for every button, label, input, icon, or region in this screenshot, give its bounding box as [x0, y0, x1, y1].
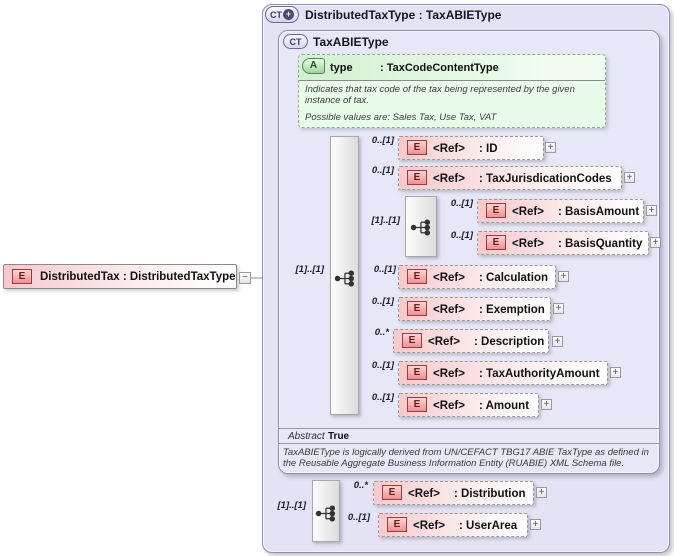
element-name: : Description	[474, 336, 545, 348]
element-name: : ID	[479, 143, 498, 155]
root-element-distributedtax[interactable]: E DistributedTax : DistributedTaxType	[3, 264, 237, 289]
element-icon: E	[387, 517, 407, 532]
element-basisamount[interactable]: E <Ref> : BasisAmount	[477, 199, 644, 223]
expand-icon[interactable]: +	[624, 172, 635, 183]
cardinality-taxjurisdicationcodes: 0..[1]	[371, 165, 394, 176]
expand-icon[interactable]: +	[650, 237, 661, 248]
sequence-icon	[334, 270, 355, 287]
element-name: : BasisAmount	[558, 206, 640, 218]
attribute-icon: A	[302, 58, 325, 74]
expand-icon[interactable]: +	[552, 336, 563, 347]
element-ref: <Ref>	[413, 520, 445, 532]
cardinality-calculation: 0..[1]	[373, 264, 396, 275]
expand-icon[interactable]: +	[610, 367, 621, 378]
element-ref: <Ref>	[433, 143, 465, 155]
element-name: : TaxAuthorityAmount	[479, 368, 600, 380]
attribute-header	[299, 55, 605, 81]
element-ref: <Ref>	[512, 238, 544, 250]
element-basisquantity[interactable]: E <Ref> : BasisQuantity	[477, 231, 649, 255]
element-id[interactable]: E <Ref> : ID	[398, 136, 544, 160]
divider	[279, 443, 660, 444]
expand-icon[interactable]: +	[530, 519, 541, 530]
ct-icon: CT	[283, 34, 308, 49]
element-name: : UserArea	[459, 520, 518, 532]
element-ref: <Ref>	[433, 400, 465, 412]
cardinality-distribution: 0..*	[353, 480, 368, 491]
expand-icon[interactable]: +	[553, 303, 564, 314]
bottom-sequence-cardinality: [1]..[1]	[277, 500, 307, 511]
root-element-label: DistributedTax : DistributedTaxType	[40, 271, 236, 283]
element-icon: E	[407, 170, 427, 185]
inner-box-title: TaxABIEType	[313, 35, 389, 49]
cardinality-basisquantity: 0..[1]	[450, 230, 473, 241]
expand-icon[interactable]: +	[536, 487, 547, 498]
sequence-icon	[410, 219, 431, 236]
collapse-icon[interactable]: −	[239, 272, 251, 284]
element-exemption[interactable]: E <Ref> : Exemption	[398, 297, 551, 321]
element-ref: <Ref>	[433, 173, 465, 185]
element-icon: E	[407, 365, 427, 380]
element-taxjurisdicationcodes[interactable]: E <Ref> : TaxJurisdicationCodes	[398, 166, 622, 190]
element-name: : TaxJurisdicationCodes	[479, 173, 612, 185]
element-icon: E	[407, 140, 427, 155]
ct-plus-icon-plus: +	[283, 9, 294, 20]
element-ref: <Ref>	[433, 368, 465, 380]
element-distribution[interactable]: E <Ref> : Distribution	[373, 481, 534, 505]
main-sequence-cardinality: [1]..[1]	[295, 264, 325, 275]
element-icon: E	[486, 203, 506, 218]
element-amount[interactable]: E <Ref> : Amount	[398, 393, 539, 417]
attribute-type: : TaxCodeContentType	[380, 62, 499, 74]
element-description[interactable]: E <Ref> : Description	[393, 329, 549, 353]
expand-icon[interactable]: +	[646, 205, 657, 216]
element-icon: E	[402, 333, 422, 348]
inner-sequence-cardinality: [1]..[1]	[371, 215, 401, 226]
ct-plus-icon-label: CT	[270, 9, 282, 20]
element-icon: E	[486, 235, 506, 250]
cardinality-description: 0..*	[374, 327, 389, 338]
cardinality-amount: 0..[1]	[371, 392, 394, 403]
abstract-label: Abstract	[288, 431, 325, 442]
expand-icon[interactable]: +	[541, 399, 552, 410]
element-icon: E	[382, 485, 402, 500]
attribute-possible-values: Possible values are: Sales Tax, Use Tax,…	[305, 112, 497, 123]
element-ref: <Ref>	[433, 304, 465, 316]
cardinality-userarea: 0..[1]	[347, 512, 370, 523]
element-icon: E	[12, 268, 32, 284]
element-name: : Amount	[479, 400, 530, 412]
ct-plus-icon: CT +	[265, 6, 299, 23]
element-calculation[interactable]: E <Ref> : Calculation	[398, 265, 556, 289]
divider	[279, 428, 660, 429]
attribute-type-box[interactable]	[298, 54, 606, 128]
cardinality-taxauthorityamount: 0..[1]	[371, 360, 394, 371]
cardinality-exemption: 0..[1]	[371, 296, 394, 307]
element-name: : Exemption	[479, 304, 545, 316]
element-ref: <Ref>	[433, 272, 465, 284]
ct-icon-label: CT	[289, 36, 302, 47]
element-ref: <Ref>	[408, 488, 440, 500]
attribute-doc: Indicates that tax code of the tax being…	[305, 84, 575, 106]
element-taxauthorityamount[interactable]: E <Ref> : TaxAuthorityAmount	[398, 361, 608, 385]
type-documentation: TaxABIEType is logically derived from UN…	[283, 447, 649, 469]
element-userarea[interactable]: E <Ref> : UserArea	[378, 513, 528, 537]
element-ref: <Ref>	[428, 336, 460, 348]
sequence-icon	[315, 505, 336, 522]
element-icon: E	[407, 397, 427, 412]
element-name: : Calculation	[479, 272, 549, 284]
abstract-value: True	[328, 431, 350, 442]
attribute-name: type	[330, 62, 353, 74]
expand-icon[interactable]: +	[545, 142, 556, 153]
element-icon: E	[407, 301, 427, 316]
cardinality-id: 0..[1]	[371, 135, 394, 146]
element-ref: <Ref>	[512, 206, 544, 218]
outer-box-title: DistributedTaxType : TaxABIEType	[305, 8, 502, 22]
element-name: : BasisQuantity	[558, 238, 643, 250]
cardinality-basisamount: 0..[1]	[450, 198, 473, 209]
element-icon: E	[407, 269, 427, 284]
element-name: : Distribution	[454, 488, 526, 500]
expand-icon[interactable]: +	[558, 271, 569, 282]
